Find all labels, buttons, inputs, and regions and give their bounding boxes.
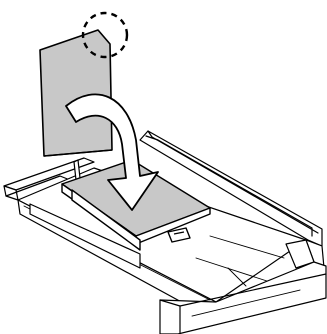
paper-sheet-icon xyxy=(40,30,112,156)
paper-sheet xyxy=(40,30,112,156)
